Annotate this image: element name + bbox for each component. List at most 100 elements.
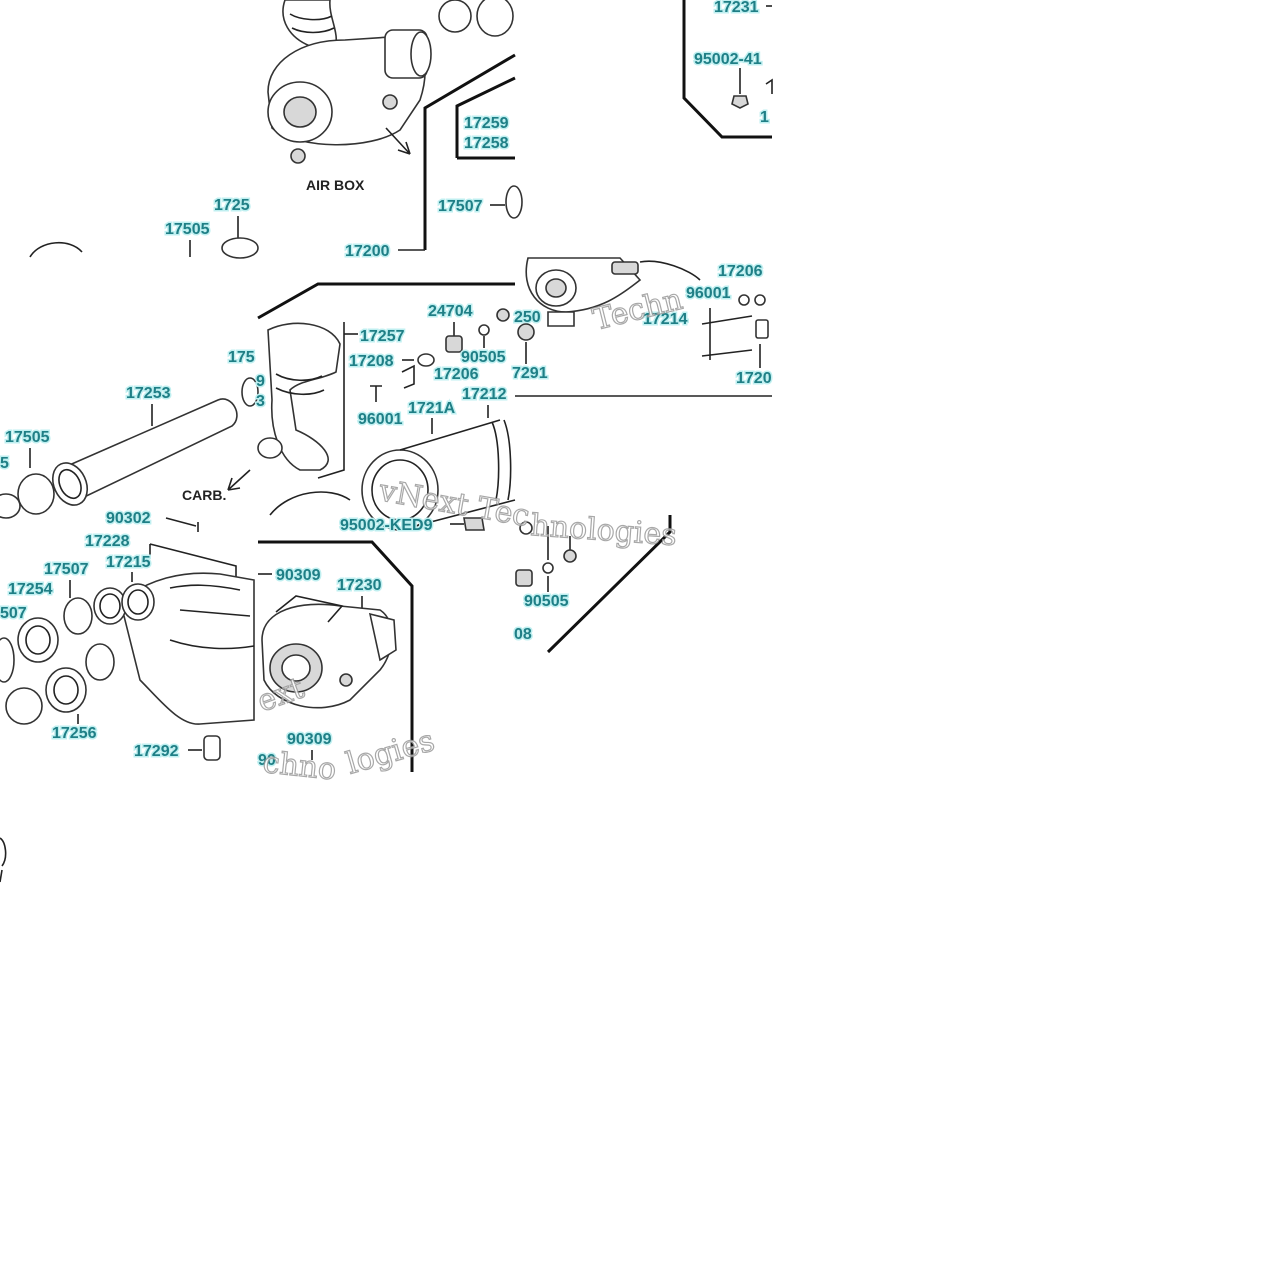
carb-caption: CARB. [182, 487, 226, 503]
part-label: 17214 [643, 311, 688, 328]
frame-border [682, 0, 772, 139]
part-fragment [0, 837, 7, 883]
part-label: 17215 [106, 554, 151, 571]
part-label: 90309 [287, 731, 332, 748]
frame-border [546, 515, 672, 654]
part-label: 17507 [438, 198, 483, 215]
air-box-pipe-end [410, 31, 432, 77]
filter-element-inner [371, 459, 429, 521]
washer-icon [519, 521, 533, 535]
washer-icon [478, 324, 490, 336]
bolt-icon [339, 673, 353, 687]
part-label: 17253 [126, 385, 171, 402]
air-box-duct-rib [289, 13, 335, 34]
arrow-icon [385, 127, 411, 155]
hose-clamp-top [438, 0, 472, 33]
hose-fragment [29, 241, 83, 258]
washer-icon [738, 294, 750, 306]
part-label: 24704 [428, 303, 473, 320]
intake-tube-end-inner [58, 468, 82, 500]
housing-port-inner [127, 589, 149, 615]
part-label: 17259 [464, 115, 509, 132]
part-label: 90505 [524, 593, 569, 610]
part-label: 17206 [718, 263, 763, 280]
part-label: 1720 [736, 370, 772, 387]
duct-box [317, 322, 345, 479]
part-label: 175 [228, 349, 255, 366]
tile-right-mid: 17206 96001 17214 1720 [515, 257, 773, 397]
ring-icon [505, 185, 523, 219]
housing-outlet-inner [545, 278, 567, 298]
part-label: 17505 [165, 221, 210, 238]
cover-pipe [368, 612, 397, 662]
part-label: 7291 [512, 365, 548, 382]
bracket-icon [149, 543, 237, 578]
part-label: 90309 [276, 567, 321, 584]
part-label: 17208 [349, 353, 394, 370]
bracket-icon [401, 364, 415, 389]
o-ring-icon [241, 377, 259, 407]
part-label: 17254 [8, 581, 53, 598]
part-label: 96001 [686, 285, 731, 302]
nut-icon [517, 323, 535, 341]
part-label: 90 [258, 752, 276, 769]
part-label: 96001 [358, 411, 403, 428]
nut-icon [731, 95, 749, 109]
hose-ring-top [476, 0, 514, 37]
part-label: 17507 [44, 561, 89, 578]
part-label: 17256 [52, 725, 97, 742]
part-label: 17230 [337, 577, 382, 594]
washer-icon [754, 294, 766, 306]
filter-body [399, 419, 516, 531]
rubber-sleeve-inner [53, 675, 79, 705]
housing-port [121, 583, 155, 621]
intake-tube [56, 398, 238, 502]
part-label: 95002-41 [694, 51, 762, 68]
drain-tube [203, 735, 221, 761]
washer-icon [417, 353, 435, 367]
part-label: 17200 [345, 243, 390, 260]
frame-inner-box [455, 76, 516, 160]
nut-icon [496, 308, 510, 322]
watermark-text: chno [261, 745, 338, 787]
hose-clamp [5, 687, 43, 725]
clip-icon [463, 517, 485, 531]
part-label: 17257 [360, 328, 405, 345]
part-label: 17505 [5, 429, 50, 446]
screw-icon [165, 517, 199, 532]
hose-clamp [0, 637, 15, 683]
air-box-outlet-inner [283, 96, 317, 128]
part-label: 250 [514, 309, 541, 326]
tile-bottom-right: 90505 08 [513, 515, 672, 654]
watermark-text: logies [343, 723, 439, 781]
spacer-icon [755, 319, 769, 339]
part-label: 1 [760, 109, 769, 126]
part-label: 90302 [106, 510, 151, 527]
cover-port-inner [281, 654, 311, 682]
part-label: 95002-KED9 [340, 517, 433, 534]
part-label: 9 [256, 373, 265, 390]
rubber-sleeve [17, 617, 59, 663]
part-label: 17212 [462, 386, 507, 403]
watermark-text: hnologies [529, 508, 677, 553]
tile-center: 17257 9 3 24704 250 17208 90505 7291 172… [255, 282, 549, 531]
spring-icon [445, 335, 463, 353]
frame-border [423, 53, 516, 250]
rubber-sleeve-inner [25, 625, 51, 655]
bolt-icon [701, 308, 753, 360]
washer-icon [542, 562, 554, 574]
air-box-housing [119, 572, 255, 725]
part-label: 17292 [134, 743, 179, 760]
filter-housing [269, 491, 351, 516]
arrow-icon [227, 469, 251, 491]
hose-clamp [221, 237, 259, 259]
clip-icon [765, 78, 773, 94]
tile-left-mid: 17253 175 17505 5 CARB. [0, 348, 259, 519]
hose-clamp [257, 437, 283, 459]
part-label: 08 [514, 626, 532, 643]
part-label: 507 [0, 605, 27, 622]
filter-pleats [491, 419, 512, 501]
hose-clamp [0, 493, 21, 519]
frame-border [258, 540, 414, 772]
housing-fragment-2 [639, 260, 701, 281]
